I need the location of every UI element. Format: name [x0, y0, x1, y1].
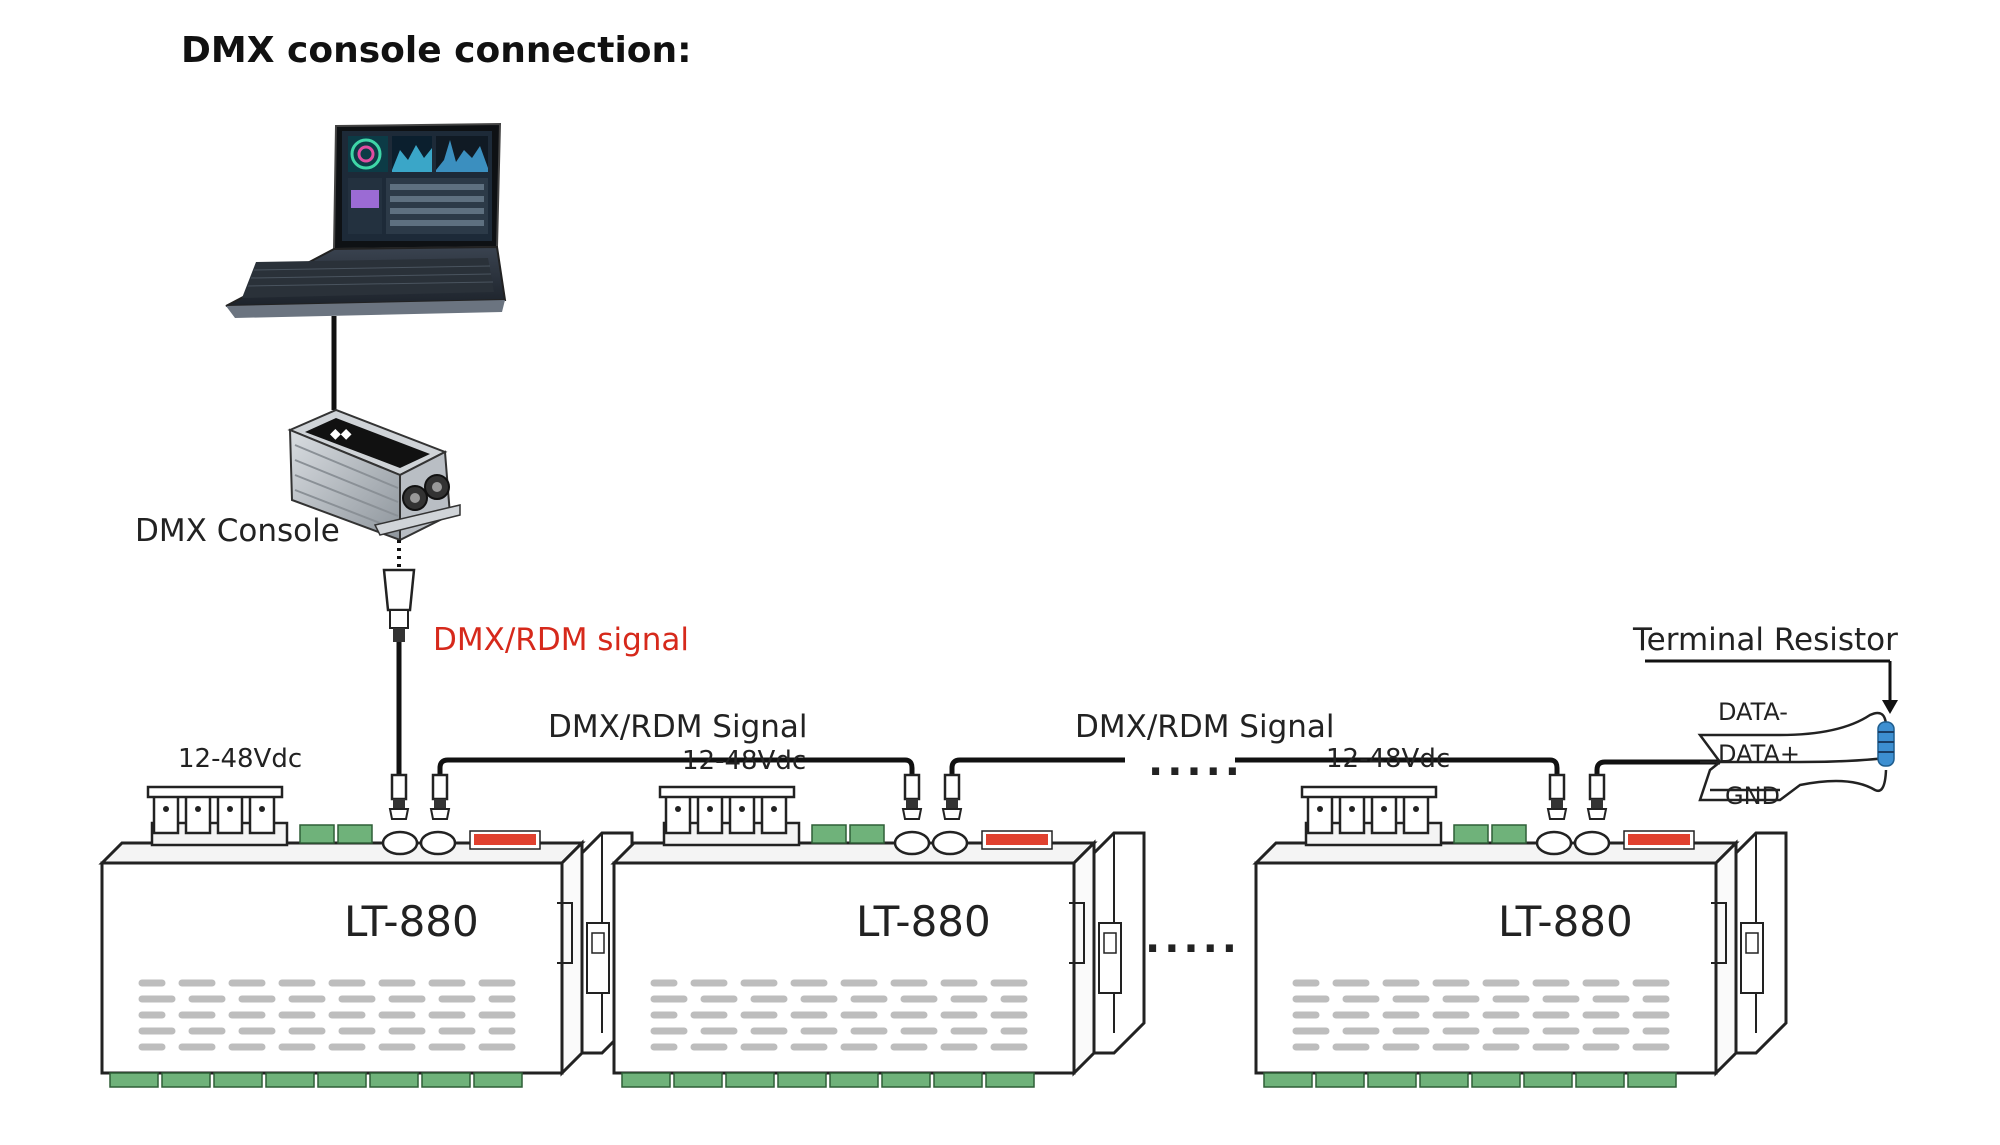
- decoder-power-label: 12-48Vdc: [682, 746, 806, 776]
- cable-ellipsis: .....: [1148, 739, 1244, 785]
- decoder-unit-1: LT-880 12-48Vdc: [102, 744, 632, 1087]
- dmx-console-label: DMX Console: [135, 513, 340, 549]
- decoder-model-label: LT-880: [856, 897, 991, 946]
- dmx-console-device: ◆◆: [287, 408, 461, 542]
- dmx-rdm-signal-label-1: DMX/RDM Signal: [548, 709, 808, 745]
- dmx-rdm-signal-label-2: DMX/RDM Signal: [1075, 709, 1335, 745]
- daisy-chain-cables: [437, 757, 1720, 815]
- decoder-power-label: 12-48Vdc: [178, 744, 302, 774]
- xlr-plug-icon: [382, 568, 416, 642]
- decoder-unit-2: LT-880 12-48Vdc: [614, 746, 1144, 1087]
- terminal-wires: [1697, 711, 1888, 802]
- laptop-icon: [225, 122, 507, 318]
- diagram-title: DMX console connection:: [181, 30, 692, 71]
- console-logo-icon: ◆◆: [330, 426, 352, 442]
- dmx-rdm-signal-red-label: DMX/RDM signal: [433, 622, 689, 658]
- data-plus-label: DATA+: [1718, 740, 1800, 768]
- resistor-icon: [1877, 721, 1895, 767]
- decoder-model-label: LT-880: [344, 897, 479, 946]
- units-ellipsis: .....: [1145, 916, 1241, 962]
- terminal-resistor-label: Terminal Resistor: [1632, 622, 1898, 658]
- decoder-power-label: 12-48Vdc: [1326, 744, 1450, 774]
- gnd-label: GND: [1725, 782, 1780, 810]
- decoder-model-label: LT-880: [1498, 897, 1633, 946]
- decoder-unit-3: LT-880 12-48Vdc: [1256, 744, 1786, 1087]
- data-minus-label: DATA-: [1718, 698, 1788, 726]
